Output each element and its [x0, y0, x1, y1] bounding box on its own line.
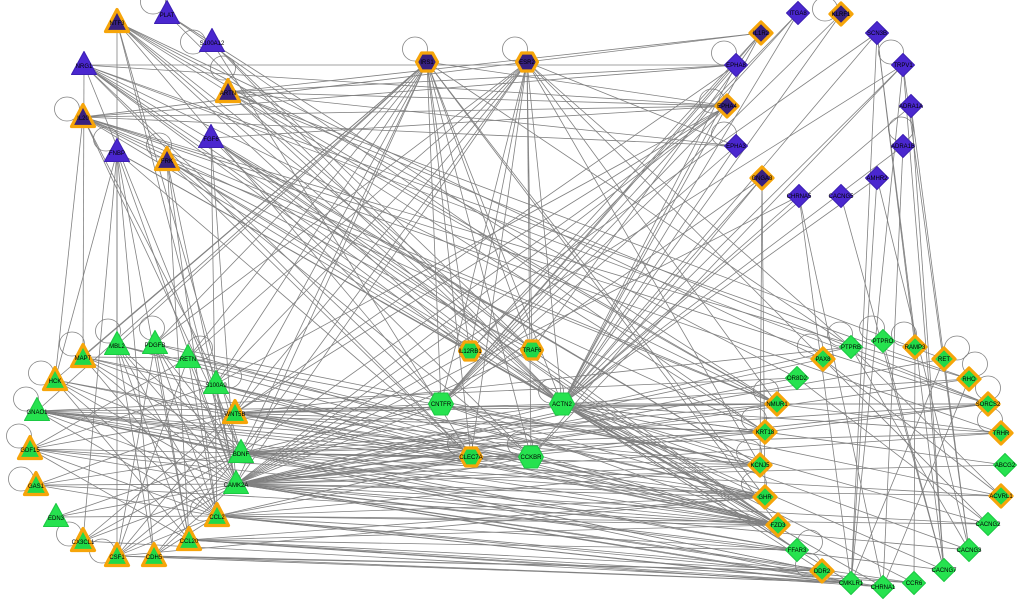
svg-text:KLRF1: KLRF1 [832, 12, 851, 18]
svg-text:S100A12: S100A12 [200, 41, 225, 47]
svg-text:CACNG7: CACNG7 [931, 568, 957, 574]
svg-text:CCL20: CCL20 [180, 539, 199, 545]
svg-text:NRG1: NRG1 [76, 64, 93, 70]
svg-text:EPHA4: EPHA4 [717, 104, 737, 110]
svg-text:RET: RET [938, 357, 950, 363]
svg-text:IRS1: IRS1 [420, 60, 434, 66]
svg-text:EPHA8: EPHA8 [726, 63, 746, 69]
svg-text:CHRNA5: CHRNA5 [787, 194, 812, 200]
svg-text:FGF6: FGF6 [203, 137, 219, 143]
svg-text:ESR2: ESR2 [519, 60, 535, 66]
svg-text:CACNG2: CACNG2 [975, 522, 1001, 528]
svg-text:BDNF: BDNF [233, 452, 250, 458]
svg-text:CX3CL1: CX3CL1 [72, 540, 95, 546]
svg-text:CSF1: CSF1 [109, 555, 125, 561]
svg-text:GNAO1: GNAO1 [26, 410, 48, 416]
svg-text:PTPRB: PTPRB [841, 345, 861, 351]
svg-text:ACVRL1: ACVRL1 [989, 494, 1013, 500]
svg-text:FFAR3: FFAR3 [788, 548, 807, 554]
svg-text:MAPT: MAPT [75, 356, 92, 362]
svg-text:CCR6: CCR6 [906, 581, 923, 587]
svg-text:KCNJ5: KCNJ5 [750, 463, 770, 469]
svg-text:FNBP: FNBP [109, 151, 125, 157]
svg-text:RAMP3: RAMP3 [905, 345, 926, 351]
svg-text:CACNG3: CACNG3 [956, 548, 982, 554]
svg-text:WNT5B: WNT5B [225, 412, 246, 418]
svg-text:EPHA3: EPHA3 [726, 144, 746, 150]
svg-text:DDR2: DDR2 [814, 569, 831, 575]
svg-text:CCKBR: CCKBR [520, 455, 542, 461]
svg-text:FRK: FRK [161, 159, 173, 165]
svg-text:AMHR2: AMHR2 [866, 176, 888, 182]
svg-text:ARTN: ARTN [220, 91, 236, 97]
svg-text:CAMK2A: CAMK2A [224, 483, 249, 489]
svg-text:SCN3B: SCN3B [867, 31, 887, 37]
svg-text:TRPV1: TRPV1 [893, 63, 913, 69]
svg-text:IL12RB1: IL12RB1 [458, 349, 482, 355]
svg-text:CMKLR1: CMKLR1 [839, 581, 864, 587]
svg-text:ITGA8: ITGA8 [789, 11, 807, 17]
svg-text:ACTN2: ACTN2 [552, 402, 572, 408]
svg-text:FZD3: FZD3 [771, 523, 787, 529]
svg-text:NTF3: NTF3 [110, 21, 126, 27]
svg-text:RHO: RHO [962, 377, 976, 383]
svg-text:HCK: HCK [49, 379, 62, 385]
svg-text:PTPRO: PTPRO [873, 339, 894, 345]
svg-text:CCL2: CCL2 [209, 515, 225, 521]
svg-text:TRHR: TRHR [993, 431, 1010, 437]
svg-text:MBL2: MBL2 [109, 344, 125, 350]
svg-text:CHRNA1: CHRNA1 [871, 585, 896, 591]
svg-text:CNGA3: CNGA3 [752, 176, 773, 182]
svg-text:ABCG2: ABCG2 [995, 463, 1016, 469]
svg-text:OR8D2: OR8D2 [787, 376, 808, 382]
svg-text:ADRA1A: ADRA1A [899, 104, 923, 110]
svg-text:SORCS2: SORCS2 [976, 402, 1001, 408]
svg-text:GDF15: GDF15 [20, 448, 40, 454]
svg-text:EDN3: EDN3 [48, 516, 65, 522]
svg-text:CACNG5: CACNG5 [828, 194, 854, 200]
svg-text:IL20: IL20 [77, 116, 89, 122]
svg-text:GHR: GHR [758, 495, 772, 501]
svg-text:NMUR1: NMUR1 [766, 402, 788, 408]
svg-text:CLEC7A: CLEC7A [459, 455, 482, 461]
svg-text:CDH5: CDH5 [146, 555, 163, 561]
svg-text:GAS1: GAS1 [28, 484, 45, 490]
svg-text:S100A9: S100A9 [205, 383, 227, 389]
svg-text:PLAT: PLAT [160, 13, 175, 19]
svg-text:TRAF6: TRAF6 [522, 348, 542, 354]
svg-text:CNTFR: CNTFR [431, 402, 452, 408]
svg-text:ADRA1B: ADRA1B [891, 144, 915, 150]
svg-text:RETN: RETN [180, 357, 196, 363]
svg-text:KRT18: KRT18 [756, 430, 775, 436]
svg-text:IL1R2: IL1R2 [753, 31, 770, 37]
svg-text:PDGFB: PDGFB [145, 343, 166, 349]
svg-text:PAX8: PAX8 [816, 357, 832, 363]
